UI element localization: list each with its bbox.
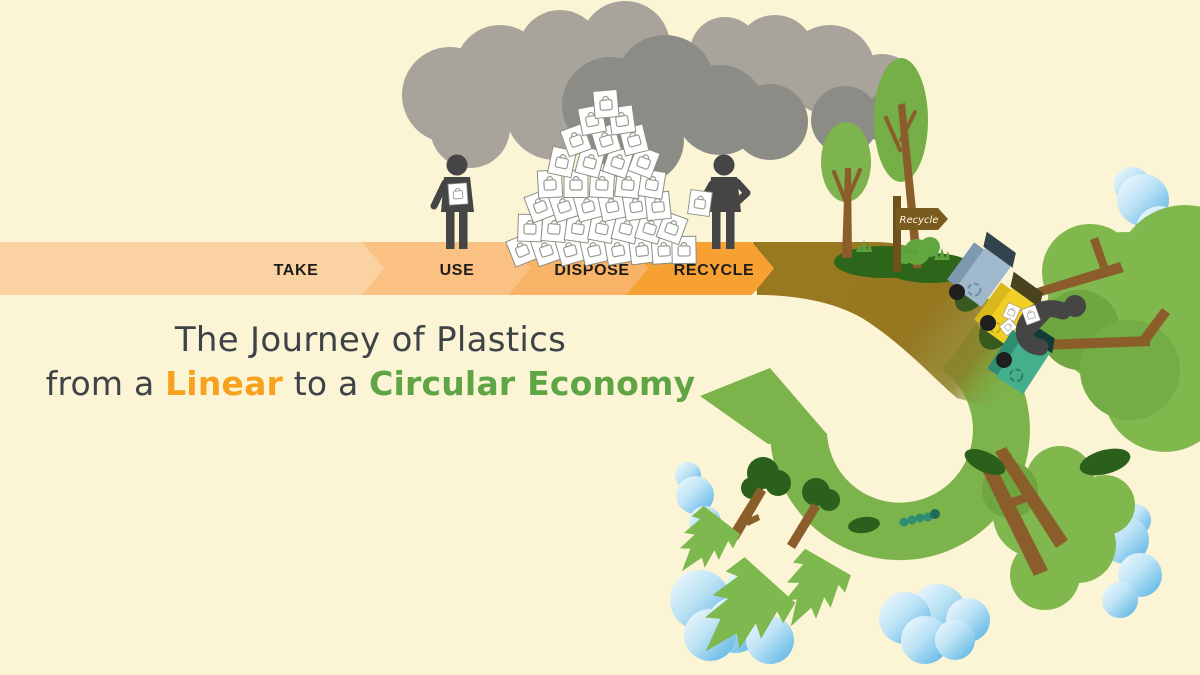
signpost-board [896, 208, 948, 230]
signpost-label: Recycle [900, 215, 939, 226]
stage-take-label: TAKE [274, 262, 319, 279]
recycling-bin-blue [947, 231, 1016, 307]
person-recycling [1015, 295, 1086, 356]
plastic-bag-icon [447, 182, 469, 206]
title-line1: The Journey of Plastics [174, 320, 567, 360]
stage-use-chevron [362, 242, 530, 295]
tree-branch [1028, 237, 1170, 350]
title-line2: from a Linear to a Circular Economy [38, 362, 703, 406]
stage-recycle-label: RECYCLE [674, 262, 755, 279]
title-line2-prefix: from a [45, 364, 166, 403]
big-tree-icon [1028, 205, 1200, 452]
caterpillar-icon [899, 509, 940, 527]
arrowhead-icon [700, 368, 826, 444]
grass-tuft-icon [856, 240, 950, 260]
stage-use-label: USE [440, 262, 475, 279]
tree-trunk [978, 447, 1068, 576]
plastic-bag-icon [687, 188, 713, 218]
bottom-right-tree-icon [964, 446, 1135, 610]
stage-take-chevron [0, 242, 384, 295]
title-linear-highlight: Linear [165, 364, 284, 403]
title-circular-highlight: Circular Economy [369, 364, 696, 403]
infographic-title: The Journey of Plastics from a Linear to… [38, 318, 703, 406]
person-recycle-carrier [687, 154, 751, 249]
plastic-bag-icon [592, 88, 620, 120]
recycle-signpost: Recycle [893, 196, 948, 272]
person-take [430, 154, 474, 249]
title-line2-middle: to a [283, 364, 370, 403]
stage-dispose-label: DISPOSE [554, 262, 629, 279]
round-tree-icon [821, 58, 928, 268]
bin-wheel-icon [949, 284, 1012, 368]
dark-tree-icon [729, 457, 880, 549]
